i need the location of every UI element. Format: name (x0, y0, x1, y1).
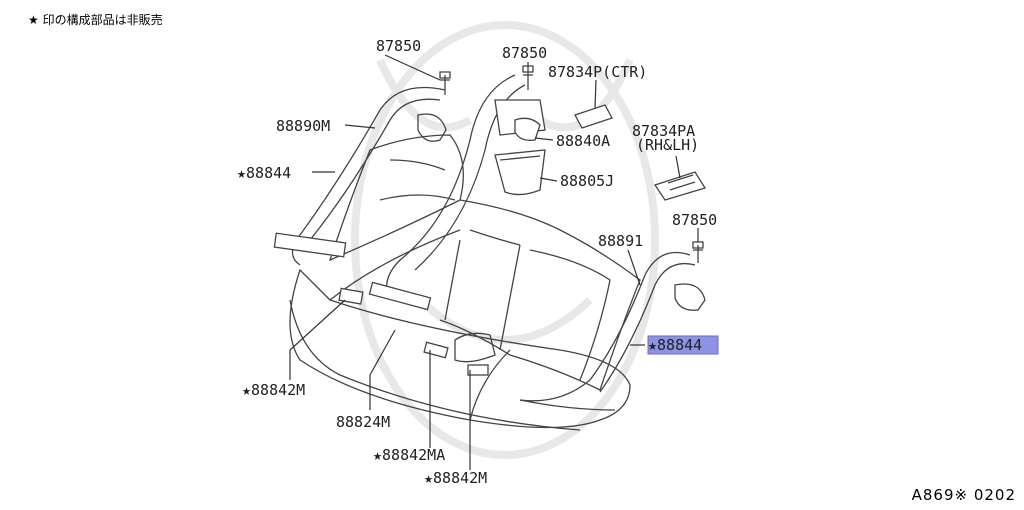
callout-finisher-side-pos: (RH&LH) (636, 136, 699, 154)
callout-belt-right: ★88844 (648, 336, 702, 354)
finisher-ctr (574, 104, 613, 129)
figure-code: A869※ 0202 (911, 486, 1016, 504)
callout-bolt-center: 87850 (502, 44, 547, 62)
callout-finisher-ctr: 87834P(CTR) (548, 63, 647, 81)
callout-buckle-center: 88840A (556, 132, 610, 150)
callout-guide-left: 88890M (276, 117, 330, 135)
callout-buckle-ma: ★88842MA (373, 446, 445, 464)
callout-highlight (647, 335, 719, 355)
callout-guide-right: 88891 (598, 232, 643, 250)
center-buckle-anchor (514, 117, 541, 141)
pocket-88805J (494, 149, 546, 196)
leader-lines (289, 54, 699, 470)
callout-finisher-side-code: 87834PA (632, 122, 695, 140)
non-sale-note: ★ 印の構成部品は非販売 (28, 13, 163, 27)
left-seat-belt (273, 86, 447, 266)
right-seat-belt (519, 251, 706, 411)
callout-buckle-center-belt: 88824M (336, 413, 390, 431)
finisher-side (653, 171, 707, 201)
callout-belt-left: ★88844 (237, 164, 291, 182)
callout-pocket: 88805J (560, 172, 614, 190)
callout-bolt-right: 87850 (672, 211, 717, 229)
callout-buckle-rh: ★88842M (424, 469, 487, 487)
callout-bolt-left: 87850 (376, 37, 421, 55)
callout-buckle-lh: ★88842M (242, 381, 305, 399)
bolt-icons (439, 65, 704, 263)
